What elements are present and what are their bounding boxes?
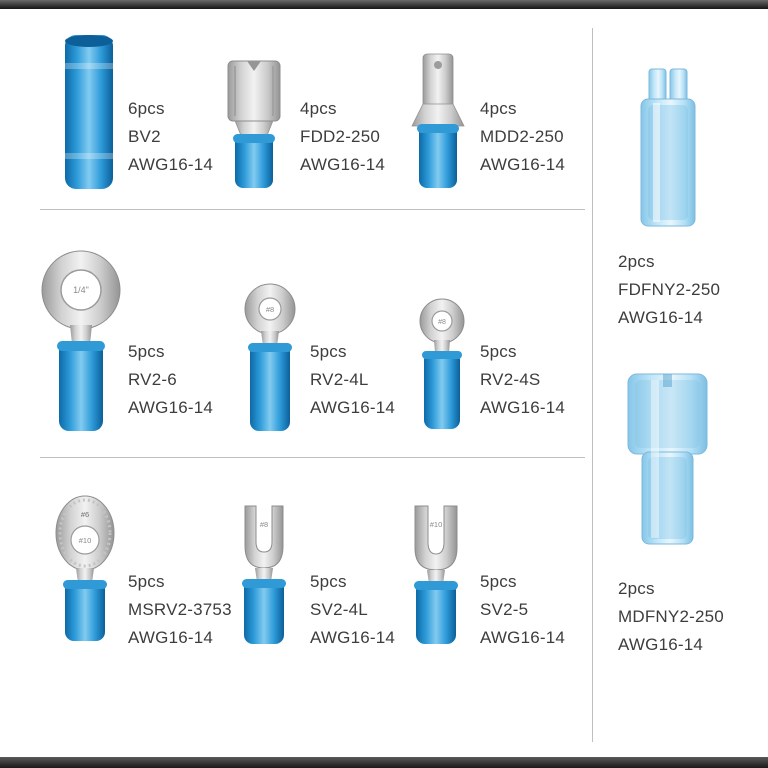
model-text: SV2-5 (480, 600, 529, 619)
qty-text: 5pcs (480, 572, 517, 591)
ring-size-label: 1/4" (73, 285, 89, 295)
qty-text: 4pcs (480, 99, 517, 118)
qty-text: 5pcs (310, 572, 347, 591)
product-label-rv2-4l: 5pcs RV2-4L AWG16-14 (310, 338, 395, 422)
product-label-fdfny2: 2pcs FDFNY2-250 AWG16-14 (618, 248, 720, 332)
ring-size-label-2: #10 (79, 536, 92, 545)
gauge-text: AWG16-14 (618, 308, 704, 327)
gauge-text: AWG16-14 (310, 628, 396, 647)
gauge-text: AWG16-14 (128, 628, 214, 647)
ring-terminal-rv2-4s-icon: #8 (418, 298, 466, 435)
product-label-sv2-5: 5pcs SV2-5 AWG16-14 (480, 568, 565, 652)
ring-terminal-rv2-6-icon: 1/4" (41, 247, 121, 438)
bottom-photo-edge (0, 757, 768, 768)
model-text: RV2-4L (310, 370, 369, 389)
ring-size-label: #6 (81, 510, 89, 519)
gauge-text: AWG16-14 (480, 155, 566, 174)
model-text: MDFNY2-250 (618, 607, 724, 626)
qty-text: 2pcs (618, 579, 655, 598)
fork-terminal-sv2-5-icon: #10 (404, 502, 468, 650)
model-text: MDD2-250 (480, 127, 564, 146)
gauge-text: AWG16-14 (480, 628, 566, 647)
insulated-female-disconnect-icon (628, 67, 708, 233)
qty-text: 6pcs (128, 99, 165, 118)
product-label-mdd2: 4pcs MDD2-250 AWG16-14 (480, 95, 565, 179)
qty-text: 5pcs (310, 342, 347, 361)
model-text: FDD2-250 (300, 127, 381, 146)
model-text: BV2 (128, 127, 161, 146)
product-label-fdd2: 4pcs FDD2-250 AWG16-14 (300, 95, 385, 179)
ring-size-label: #8 (266, 305, 274, 314)
product-label-bv2: 6pcs BV2 AWG16-14 (128, 95, 213, 179)
qty-text: 2pcs (618, 252, 655, 271)
gauge-text: AWG16-14 (128, 155, 214, 174)
fork-size-label: #10 (430, 520, 443, 529)
product-label-msrv2: 5pcs MSRV2-3753 AWG16-14 (128, 568, 232, 652)
product-label-rv2-4s: 5pcs RV2-4S AWG16-14 (480, 338, 565, 422)
vertical-divider (592, 28, 593, 742)
row-divider-1 (40, 209, 585, 210)
qty-text: 5pcs (480, 342, 517, 361)
ring-size-label: #8 (438, 319, 446, 326)
model-text: SV2-4L (310, 600, 368, 619)
top-photo-edge (0, 0, 768, 9)
qty-text: 5pcs (128, 342, 165, 361)
gauge-text: AWG16-14 (300, 155, 386, 174)
model-text: RV2-6 (128, 370, 177, 389)
gauge-text: AWG16-14 (618, 635, 704, 654)
fork-size-label: #8 (260, 520, 268, 529)
gauge-text: AWG16-14 (480, 398, 566, 417)
qty-text: 5pcs (128, 572, 165, 591)
gauge-text: AWG16-14 (128, 398, 214, 417)
male-disconnect-icon (408, 52, 468, 195)
insulated-male-disconnect-icon (624, 372, 711, 551)
model-text: FDFNY2-250 (618, 280, 721, 299)
butt-connector-icon (62, 33, 116, 196)
model-text: MSRV2-3753 (128, 600, 232, 619)
ring-terminal-rv2-4l-icon: #8 (243, 283, 297, 437)
row-divider-2 (40, 457, 585, 458)
product-label-rv2-6: 5pcs RV2-6 AWG16-14 (128, 338, 213, 422)
product-label-sv2-4l: 5pcs SV2-4L AWG16-14 (310, 568, 395, 652)
fork-terminal-sv2-4l-icon: #8 (234, 502, 294, 650)
model-text: RV2-4S (480, 370, 541, 389)
product-label-mdfny2: 2pcs MDFNY2-250 AWG16-14 (618, 575, 724, 659)
qty-text: 4pcs (300, 99, 337, 118)
female-disconnect-icon (220, 58, 288, 195)
multi-stud-ring-terminal-icon: #6 #10 (54, 492, 116, 647)
gauge-text: AWG16-14 (310, 398, 396, 417)
